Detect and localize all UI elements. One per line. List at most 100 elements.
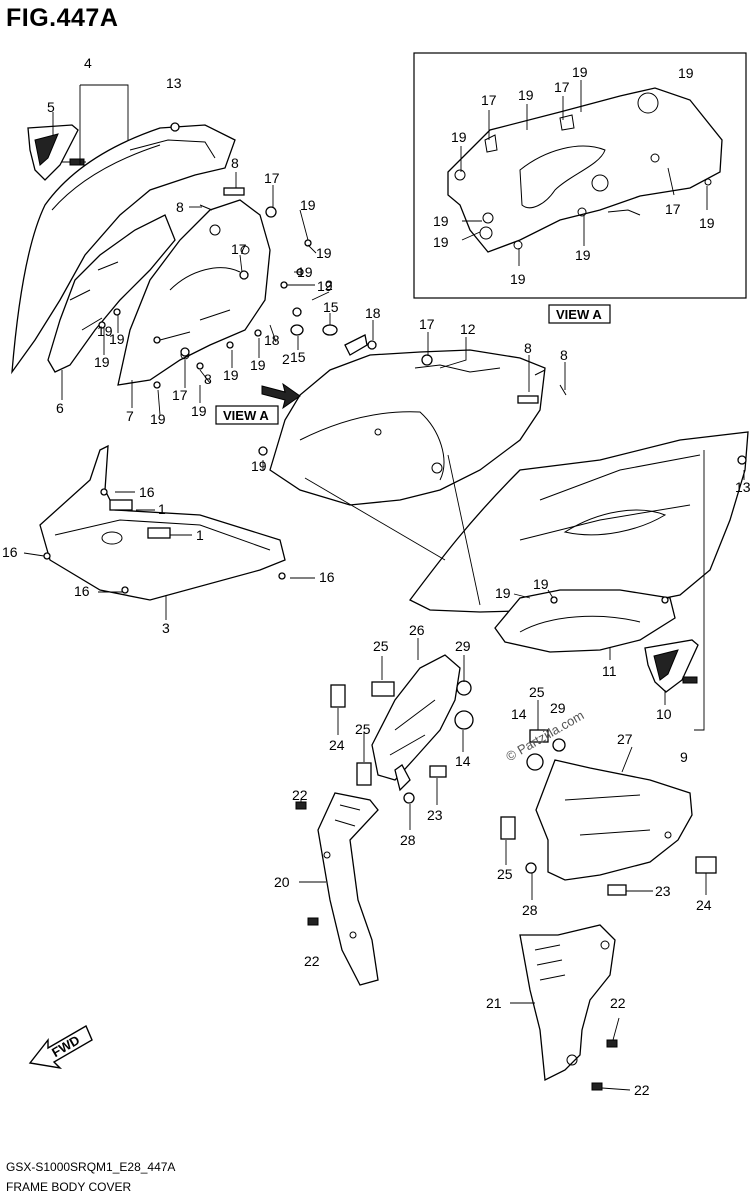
callout-label: 19 bbox=[297, 264, 313, 280]
figure-title: FIG.447A bbox=[6, 4, 119, 32]
callout-label: 9 bbox=[680, 749, 688, 765]
inset-view-label-box bbox=[548, 304, 611, 324]
inset-callout: 19 bbox=[433, 213, 449, 229]
callout-label: 6 bbox=[56, 400, 64, 416]
callout-label: 25 bbox=[497, 866, 513, 882]
callout-label: 8 bbox=[176, 199, 184, 215]
callout-label: 18 bbox=[264, 332, 280, 348]
pad-23-icon bbox=[429, 765, 447, 778]
callout-label: 19 bbox=[150, 411, 166, 427]
fwd-arrow-icon: FWD bbox=[28, 1024, 93, 1070]
callout-label: 8 bbox=[560, 347, 568, 363]
callout-label: 22 bbox=[634, 1082, 650, 1098]
callout-label: 22 bbox=[292, 787, 308, 803]
diagram-code: GSX-S1000SRQM1_E28_447A bbox=[6, 1160, 176, 1174]
leader-lines bbox=[23, 84, 745, 1091]
callout-label: 15 bbox=[290, 349, 306, 365]
inset-callout: 17 bbox=[665, 201, 681, 217]
callout-label: 19 bbox=[109, 331, 125, 347]
pad-25-c-icon bbox=[529, 729, 549, 743]
callout-label: 2 bbox=[325, 277, 333, 293]
callout-label: 7 bbox=[126, 408, 134, 424]
callout-label: 17 bbox=[172, 387, 188, 403]
callout-label: 11 bbox=[602, 663, 617, 679]
callout-label: 13 bbox=[735, 479, 751, 495]
inset-callout: 19 bbox=[518, 87, 534, 103]
callout-label: 1 bbox=[158, 501, 166, 517]
stay-21-part bbox=[519, 924, 616, 1082]
callout-label: 19 bbox=[316, 245, 332, 261]
callout-label: 23 bbox=[655, 883, 671, 899]
inner-panel-left-part bbox=[47, 214, 176, 373]
lower-cover-part bbox=[409, 431, 749, 613]
inset-callout: 19 bbox=[572, 64, 588, 80]
callout-label: 24 bbox=[696, 897, 712, 913]
pad-24-icon bbox=[330, 684, 346, 708]
callout-label: 19 bbox=[250, 357, 266, 373]
callout-label: 8 bbox=[204, 371, 212, 387]
callout-label: 18 bbox=[365, 305, 381, 321]
callout-label: 13 bbox=[166, 75, 182, 91]
grommet-14-b-icon bbox=[526, 753, 544, 771]
diagram-name: FRAME BODY COVER bbox=[6, 1180, 132, 1194]
inset-callout: 19 bbox=[678, 65, 694, 81]
grommet-14-icon bbox=[454, 710, 474, 730]
callout-label: 26 bbox=[409, 622, 425, 638]
callout-label: 20 bbox=[274, 874, 290, 890]
callout-label: 8 bbox=[231, 155, 239, 171]
bracket-26-part bbox=[371, 654, 461, 792]
inner-tray-part bbox=[494, 589, 676, 653]
small-parts-group-b bbox=[500, 729, 717, 1091]
callout-label: 29 bbox=[550, 700, 566, 716]
callout-label: 1 bbox=[196, 527, 204, 543]
callout-label: 16 bbox=[319, 569, 335, 585]
callout-label: 14 bbox=[455, 753, 471, 769]
callout-label: 17 bbox=[231, 241, 247, 257]
callout-label: 19 bbox=[317, 278, 333, 294]
bracket-27-part bbox=[535, 759, 693, 881]
callout-label: 4 bbox=[84, 55, 92, 71]
callout-label: 2 bbox=[282, 351, 290, 367]
callout-label: 10 bbox=[656, 706, 672, 722]
callout-label: 15 bbox=[323, 299, 339, 315]
callout-label: 5 bbox=[47, 99, 55, 115]
view-a-label-box bbox=[215, 405, 279, 425]
callout-label: 24 bbox=[329, 737, 345, 753]
callout-label: 8 bbox=[524, 340, 532, 356]
callout-label: 23 bbox=[427, 807, 443, 823]
pad-24-b-icon bbox=[695, 856, 717, 874]
front-cowl-part bbox=[11, 124, 236, 375]
callout-label: 22 bbox=[304, 953, 320, 969]
grommet-29-b-icon bbox=[552, 738, 566, 752]
inset-callout: 19 bbox=[699, 215, 715, 231]
callout-label: 14 bbox=[511, 706, 527, 722]
bolt-22-b-icon bbox=[307, 917, 319, 926]
nut-28-icon bbox=[403, 792, 415, 804]
inset-callout: 19 bbox=[510, 271, 526, 287]
nut-28-b-icon bbox=[525, 862, 537, 874]
inset-callout: 19 bbox=[433, 234, 449, 250]
callout-label: 25 bbox=[373, 638, 389, 654]
callout-label: 17 bbox=[264, 170, 280, 186]
callout-label: 16 bbox=[74, 583, 90, 599]
inset-view-label: VIEW A bbox=[556, 307, 602, 322]
callout-label: 25 bbox=[529, 684, 545, 700]
bolt-22-d-icon bbox=[591, 1082, 603, 1091]
side-cowl-part bbox=[269, 349, 546, 506]
pad-23-b-icon bbox=[607, 884, 627, 896]
callout-label: 19 bbox=[533, 576, 549, 592]
callout-label: 16 bbox=[139, 484, 155, 500]
callout-label: 19 bbox=[191, 403, 207, 419]
inset-callout: 19 bbox=[451, 129, 467, 145]
emblem-10-part bbox=[644, 639, 699, 693]
pad-25-icon bbox=[371, 681, 395, 697]
pad-25-d-icon bbox=[500, 816, 516, 840]
callout-label: 19 bbox=[251, 458, 267, 474]
callout-label: 19 bbox=[300, 197, 316, 213]
emblem-5-part bbox=[27, 124, 86, 181]
callout-label: 27 bbox=[617, 731, 633, 747]
under-panel-part bbox=[39, 444, 286, 601]
callout-label: 19 bbox=[495, 585, 511, 601]
callout-label: 25 bbox=[355, 721, 371, 737]
